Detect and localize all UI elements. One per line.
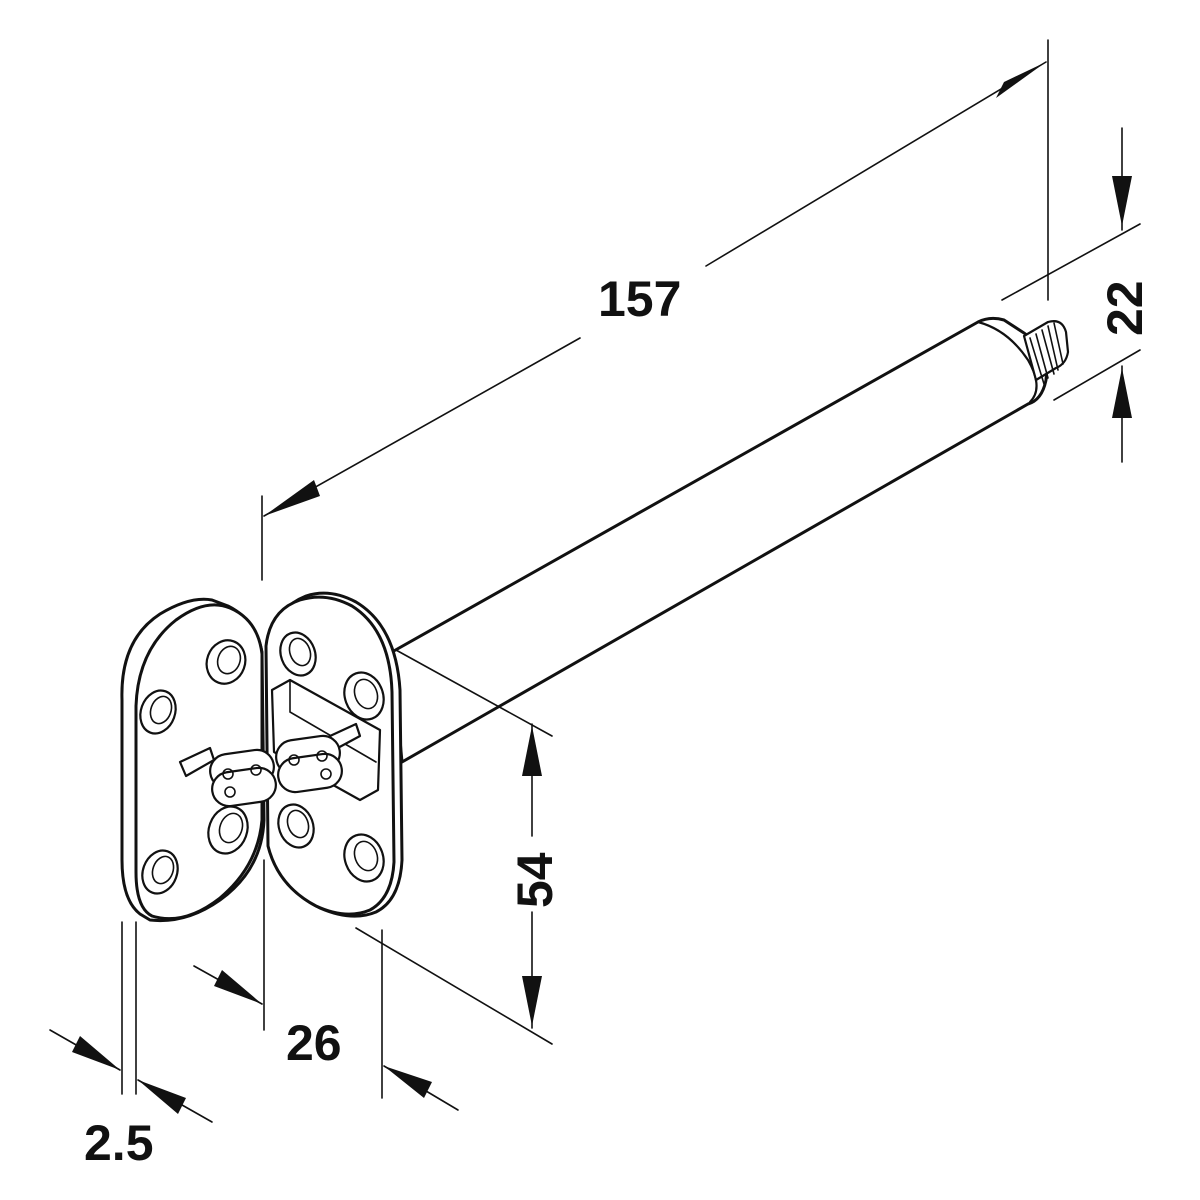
dimension-plate-width: 26: [193, 859, 459, 1111]
chain-link: [178, 722, 362, 808]
dimension-plate-thickness-label: 2.5: [84, 1115, 154, 1171]
dimension-thread-diameter-label: 22: [1097, 280, 1153, 336]
dimension-plate-thickness: 2.5: [49, 921, 213, 1171]
left-plate-holes: [139, 639, 249, 895]
threaded-stud: [1022, 320, 1070, 385]
right-plate-holes: [277, 631, 385, 883]
dimension-plate-width-label: 26: [286, 1015, 342, 1071]
dimension-length: 157: [261, 39, 1049, 581]
dimension-thread-diameter: 22: [1001, 127, 1153, 463]
cylinder-body: [390, 316, 1070, 764]
left-plate: [120, 597, 266, 923]
dimension-plate-height: 54: [355, 649, 563, 1045]
dimension-length-label: 157: [598, 271, 681, 327]
dimension-plate-height-label: 54: [507, 852, 563, 908]
